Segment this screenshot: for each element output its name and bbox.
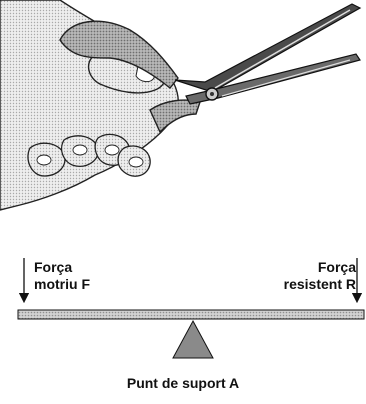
effort-label-line2: motriu F — [34, 276, 90, 293]
fulcrum-triangle — [173, 321, 213, 358]
scissors-hand-illustration — [0, 0, 366, 230]
lever-diagram: Força motriu F Força resistent R Punt de… — [0, 230, 366, 404]
resistance-label-line2: resistent R — [284, 276, 356, 293]
resistance-label-line1: Força — [318, 259, 356, 276]
lever-beam — [18, 310, 364, 319]
fulcrum-label: Punt de suport A — [0, 375, 366, 392]
effort-label-line1: Força — [34, 259, 72, 276]
